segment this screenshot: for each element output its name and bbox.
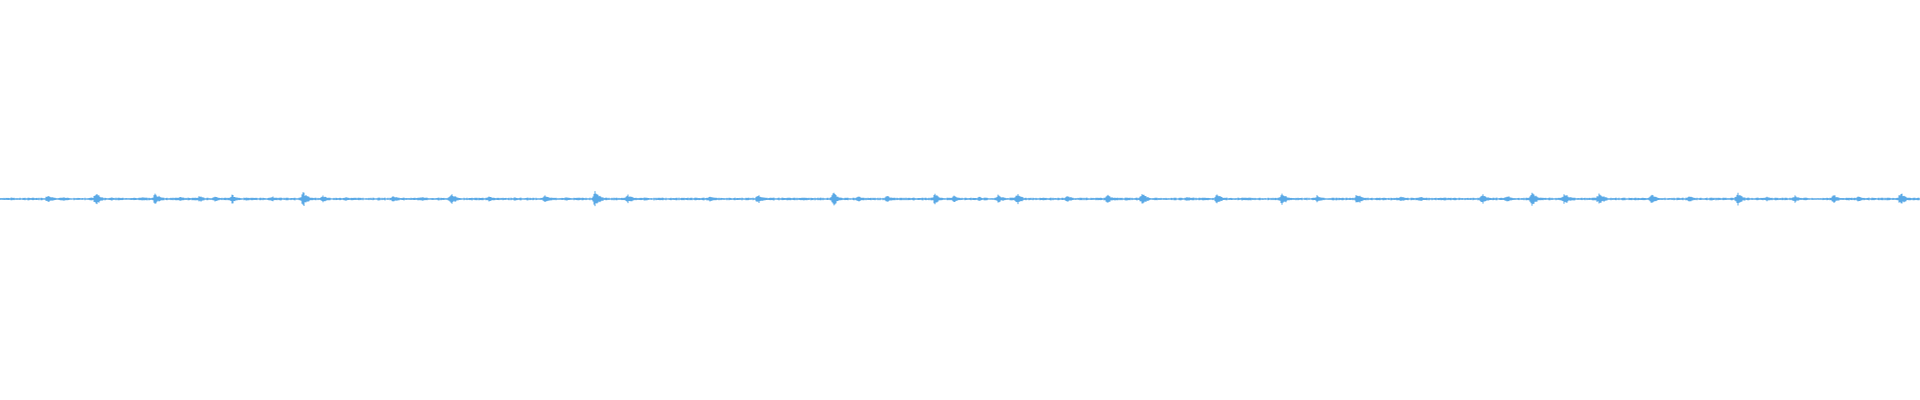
- waveform-amplitude: [0, 191, 1920, 207]
- waveform-trace: [0, 191, 1920, 207]
